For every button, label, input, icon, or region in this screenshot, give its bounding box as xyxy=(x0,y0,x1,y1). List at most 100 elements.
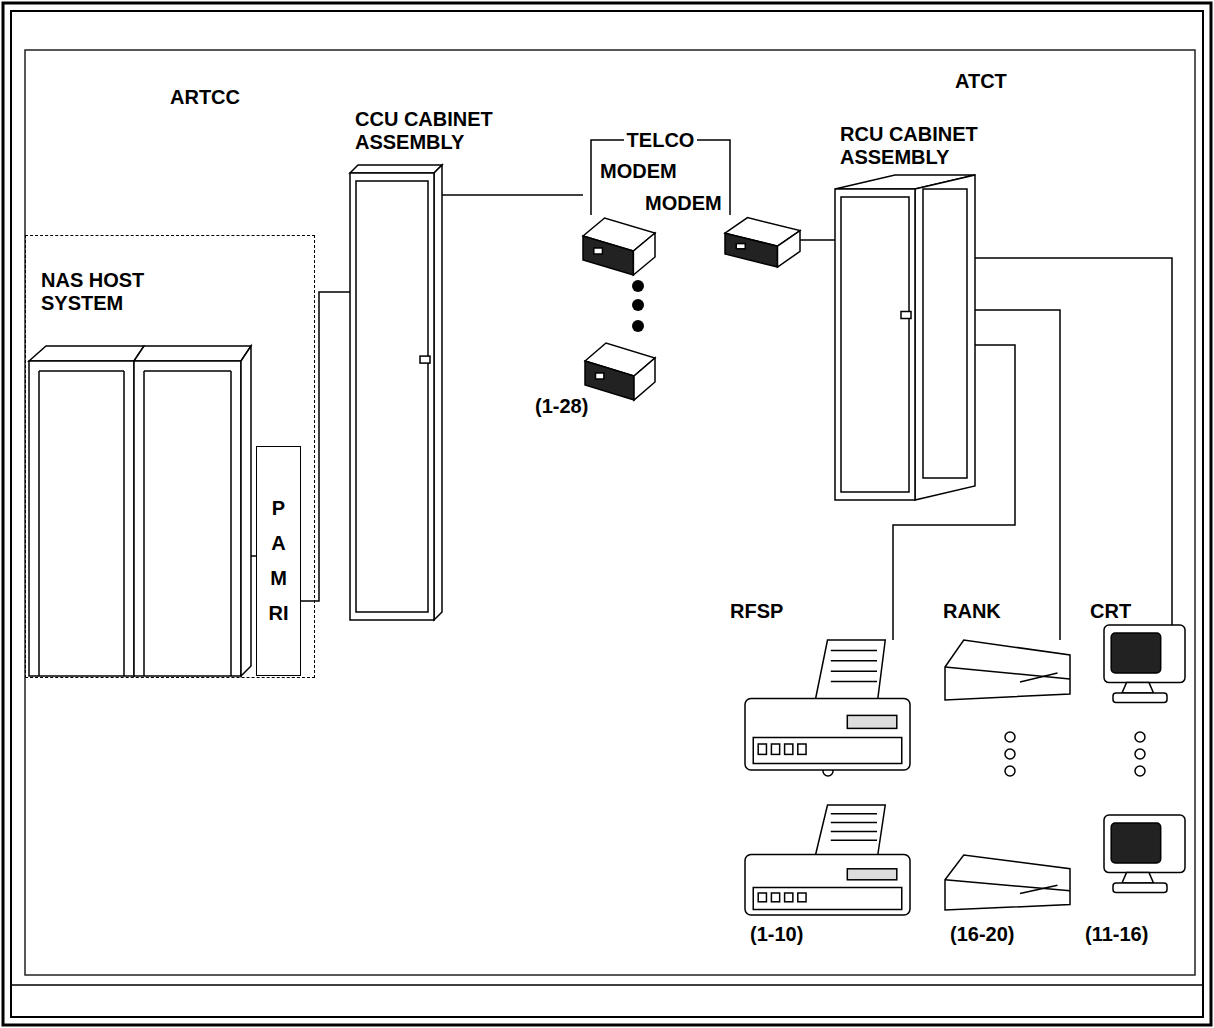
picture-border xyxy=(25,50,1195,975)
host-cabinets xyxy=(29,346,256,676)
keyboard-slot xyxy=(1020,885,1058,893)
monitor-base xyxy=(1113,883,1167,893)
paper-line xyxy=(831,813,877,815)
monitor-screen xyxy=(1111,633,1161,673)
cabinet-side xyxy=(241,346,251,676)
crt-monitor-icon xyxy=(1095,625,1185,705)
panel-line xyxy=(144,370,231,372)
connector-line xyxy=(800,239,835,241)
panel-line xyxy=(230,371,232,676)
cabinet-top xyxy=(134,346,251,361)
paper-line xyxy=(831,660,877,662)
paper-line xyxy=(831,681,877,683)
panel-line xyxy=(39,370,124,372)
cabinet-top xyxy=(350,165,442,173)
cabinet-assembly-icon xyxy=(835,175,975,500)
interface-box-icon xyxy=(257,447,302,677)
printer-button xyxy=(771,893,779,902)
crt-monitor: CRT xyxy=(1095,625,1185,705)
modem-light xyxy=(596,373,604,379)
node-label: (16-20) xyxy=(950,923,1014,946)
monitor-case xyxy=(1104,815,1185,873)
cabinet-door xyxy=(356,181,428,612)
printer-panel xyxy=(847,715,897,728)
printer-icon xyxy=(745,805,910,915)
keyboard-unit-icon xyxy=(945,640,1070,700)
modem-front xyxy=(583,236,633,275)
connector-line xyxy=(442,194,583,196)
cabinet-assembly: RCU CABINET ASSEMBLY xyxy=(835,175,975,500)
modem-front xyxy=(585,361,634,400)
modem: (1-28) xyxy=(585,340,655,400)
keyboard-edge xyxy=(945,667,1070,679)
host-system-region: NAS HOST SYSTEM PAMRI xyxy=(25,235,315,678)
line-label: TELCO xyxy=(624,129,698,152)
modem: MODEM xyxy=(583,215,655,275)
monitor-stand xyxy=(1122,873,1154,883)
node-label: RFSP xyxy=(730,600,783,623)
printer-icon xyxy=(745,640,910,770)
printer-paper xyxy=(814,640,885,705)
monitor-base xyxy=(1113,693,1167,703)
keyboard-edge xyxy=(945,880,1070,891)
node-label: (1-10) xyxy=(750,923,803,946)
modem-light xyxy=(736,244,745,249)
node-label: MODEM xyxy=(645,192,722,215)
keyboard-body xyxy=(945,640,1070,700)
monitor-screen xyxy=(1111,823,1161,863)
host-cabinet xyxy=(29,361,134,676)
panel-line xyxy=(123,371,125,676)
crt-monitor-icon xyxy=(1095,815,1185,895)
cabinet-assembly-icon xyxy=(350,165,442,620)
modem-side xyxy=(633,233,655,275)
printer-button xyxy=(798,744,806,754)
monitor-case xyxy=(1104,625,1185,683)
cabinet-top xyxy=(29,346,144,361)
node-label: RCU CABINET ASSEMBLY xyxy=(840,123,990,169)
cabinet-front xyxy=(350,173,434,620)
node-label: RANK xyxy=(943,600,1001,623)
printer-button xyxy=(785,893,793,902)
node-label: (11-16) xyxy=(1085,923,1148,946)
paper-line xyxy=(831,650,877,652)
site-label: ATCT xyxy=(955,70,1007,93)
modem-dots xyxy=(632,280,644,332)
modem-side xyxy=(778,231,801,267)
printer-paper xyxy=(814,805,885,860)
printer-base xyxy=(753,738,902,764)
printer-button xyxy=(758,744,766,754)
side-panel xyxy=(923,189,967,478)
printer-button xyxy=(758,893,766,902)
node-label: NAS HOST SYSTEM xyxy=(41,269,181,315)
printer-button xyxy=(771,744,779,754)
modem-icon xyxy=(725,215,800,267)
site-label: ARTCC xyxy=(170,86,240,109)
cabinet-assembly: CCU CABINET ASSEMBLY xyxy=(350,165,442,620)
node-label: (1-28) xyxy=(535,395,588,418)
connector-line xyxy=(975,258,1172,625)
cabinet-front xyxy=(835,189,915,500)
paper-line xyxy=(831,670,877,672)
node-label: MODEM xyxy=(600,160,677,183)
modem-front xyxy=(725,233,778,267)
keyboard-unit: (16-20) xyxy=(945,855,1070,910)
printer-button xyxy=(798,893,806,902)
modem-light xyxy=(594,248,603,254)
inner-border xyxy=(11,11,1203,1017)
node-label: CRT xyxy=(1090,600,1131,623)
node-label: CCU CABINET ASSEMBLY xyxy=(355,108,505,154)
panel-line xyxy=(38,371,40,676)
node-label: PAMRI xyxy=(269,491,289,631)
printer-body xyxy=(745,699,910,771)
monitor-stand xyxy=(1122,683,1154,693)
printer: RFSP xyxy=(745,640,910,770)
printer-base xyxy=(753,888,902,910)
paper-line xyxy=(831,831,877,833)
cabinet-door xyxy=(841,197,909,492)
door-handle xyxy=(901,312,911,319)
crt-monitor: (11-16) xyxy=(1095,815,1185,895)
keyboard-unit: RANK xyxy=(945,640,1070,700)
keyboard-body xyxy=(945,855,1070,910)
modem-side xyxy=(634,358,655,400)
